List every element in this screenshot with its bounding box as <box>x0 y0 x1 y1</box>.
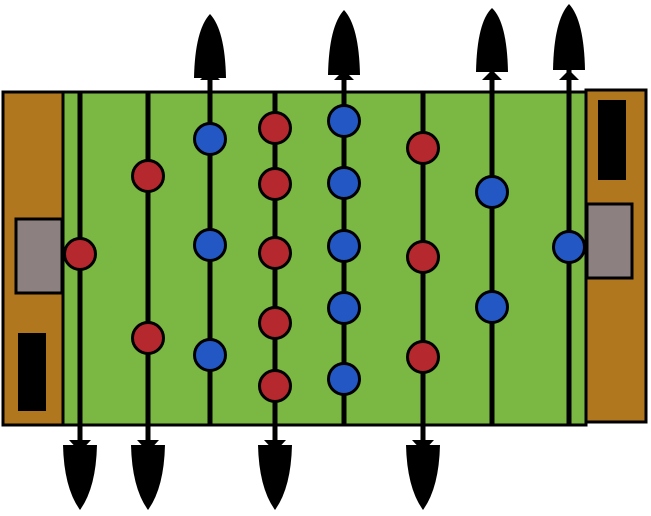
rod-handle-icon[interactable] <box>63 445 97 510</box>
rod-2[interactable] <box>131 92 165 510</box>
rod-handle-icon[interactable] <box>131 445 165 510</box>
player-icon-red <box>258 236 292 270</box>
player-icon-red <box>131 321 165 355</box>
rod-8[interactable] <box>552 4 586 425</box>
rod-1[interactable] <box>63 92 97 510</box>
player-icon-red <box>406 240 440 274</box>
rod-arrow <box>482 70 502 80</box>
player-icon-blue <box>327 291 361 325</box>
player-icon-red <box>131 159 165 193</box>
player-icon-blue <box>327 104 361 138</box>
right-slot <box>598 100 626 180</box>
rod-handle-icon[interactable] <box>476 8 508 72</box>
player-icon-blue <box>193 228 227 262</box>
rod-5[interactable] <box>327 10 361 425</box>
rod-7[interactable] <box>475 8 509 425</box>
left-slot <box>18 333 46 411</box>
player-icon-red <box>258 111 292 145</box>
player-icon-red <box>258 306 292 340</box>
rod-6[interactable] <box>406 92 440 510</box>
player-icon-blue <box>552 230 586 264</box>
rod-handle-icon[interactable] <box>328 10 360 75</box>
player-icon-red <box>406 131 440 165</box>
player-icon-blue <box>327 166 361 200</box>
player-icon-red <box>63 237 97 271</box>
player-icon-blue <box>475 290 509 324</box>
rod-handle-icon[interactable] <box>406 445 440 510</box>
player-icon-blue <box>475 175 509 209</box>
rod-3[interactable] <box>193 14 227 425</box>
right-goal <box>585 202 634 280</box>
rod-arrow <box>559 70 579 80</box>
rods-layer <box>63 4 586 510</box>
playing-field <box>61 90 588 427</box>
player-icon-blue <box>327 229 361 263</box>
rod-handle-icon[interactable] <box>258 445 292 510</box>
player-icon-blue <box>193 338 227 372</box>
player-icon-blue <box>327 362 361 396</box>
left-goal <box>14 217 64 295</box>
rod-4[interactable] <box>258 92 292 510</box>
player-icon-red <box>406 340 440 374</box>
rod-handle-icon[interactable] <box>194 14 226 78</box>
player-icon-red <box>258 167 292 201</box>
player-icon-red <box>258 369 292 403</box>
player-icon-blue <box>193 122 227 156</box>
rod-handle-icon[interactable] <box>553 4 585 70</box>
